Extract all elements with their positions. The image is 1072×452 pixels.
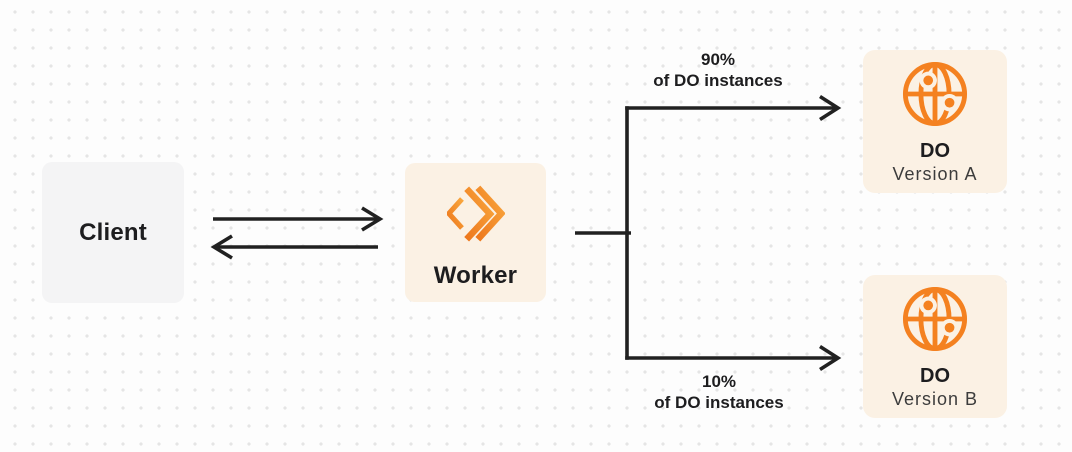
branch-90-label: 90% of DO instances xyxy=(608,49,828,91)
worker-label: Worker xyxy=(433,262,518,289)
branch-90-percent: 90% xyxy=(700,50,736,69)
globe-icon xyxy=(902,286,968,352)
worker-branch-connector xyxy=(575,106,631,360)
branch-10-arrow xyxy=(625,344,842,372)
do-b-title: DO xyxy=(920,365,950,387)
do-a-title: DO xyxy=(920,140,950,162)
do-a-subtitle: Version A xyxy=(892,164,978,184)
branch-90-arrow xyxy=(625,94,842,122)
branch-10-caption: of DO instances xyxy=(654,393,784,412)
worker-to-client-arrow xyxy=(210,234,378,260)
branch-10-percent: 10% xyxy=(701,372,737,391)
do-version-a-node: DO Version A xyxy=(863,50,1007,193)
do-b-subtitle: Version B xyxy=(891,389,979,409)
worker-node: Worker xyxy=(405,163,546,302)
cloudflare-workers-icon xyxy=(446,185,505,242)
globe-icon xyxy=(902,61,968,127)
branch-10-label: 10% of DO instances xyxy=(609,371,829,413)
client-label: Client xyxy=(79,218,147,246)
client-node: Client xyxy=(42,162,184,303)
branch-90-caption: of DO instances xyxy=(653,71,783,90)
client-to-worker-arrow xyxy=(213,206,384,232)
do-version-b-node: DO Version B xyxy=(863,275,1007,418)
